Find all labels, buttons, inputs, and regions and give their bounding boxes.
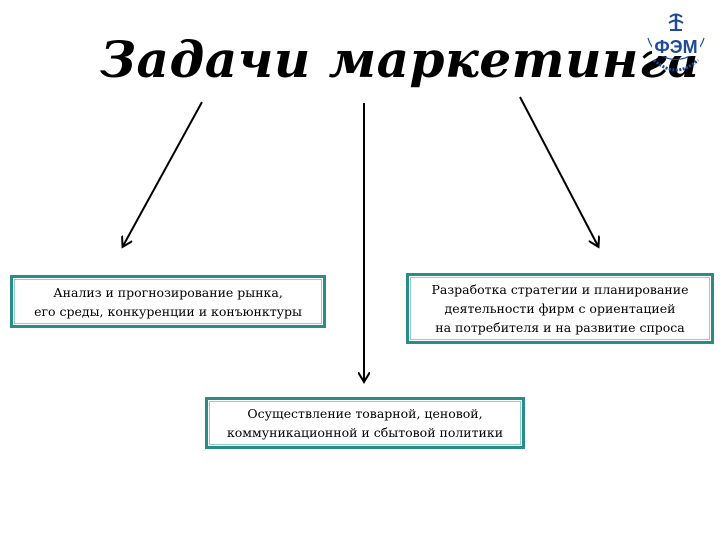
- box-line: на потребителя и на развитие спроса: [435, 320, 685, 335]
- box-line: его среды, конкуренции и конъюнктуры: [34, 303, 302, 319]
- box-line: Анализ и прогнозирование рынка,: [53, 284, 283, 300]
- task-box-strategy-planning: Разработка стратегии и планирование деят…: [406, 273, 714, 344]
- logo-text: ФЭМ: [654, 37, 697, 57]
- task-box-policy-implementation: Осуществление товарной, ценовой, коммуни…: [205, 397, 525, 449]
- box-line: Осуществление товарной, ценовой,: [247, 406, 483, 421]
- box-line: коммуникационной и сбытовой политики: [226, 425, 504, 440]
- task-box-market-analysis: Анализ и прогнозирование рынка, его сред…: [10, 275, 326, 328]
- arrow-to-left-box: [123, 101, 203, 246]
- logo-emblem-icon: ФЭМ: [647, 13, 705, 72]
- box-line: Разработка стратегии и планирование: [431, 282, 689, 297]
- slide-title: Задачи маркетинга: [100, 30, 701, 89]
- arrow-to-right-box: [519, 96, 598, 246]
- box-line: деятельности фирм с ориентацией: [444, 301, 676, 316]
